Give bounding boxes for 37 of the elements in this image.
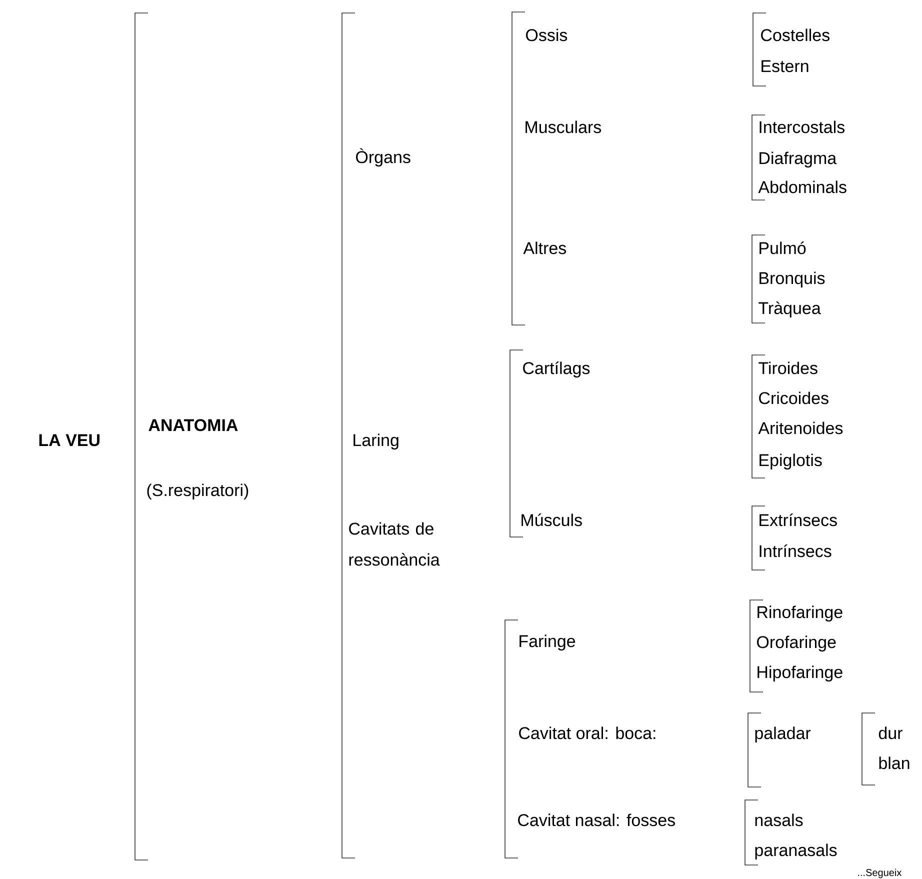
category-label: Altres bbox=[523, 242, 566, 254]
category-label: Costelles bbox=[761, 28, 830, 42]
category-label: Diafragma bbox=[760, 152, 837, 168]
category-label: Cartílags bbox=[523, 361, 590, 378]
category-label: Abdominals bbox=[758, 180, 846, 194]
category-label: Cavitats de ressonància bbox=[349, 522, 440, 566]
category-label: Cricoides bbox=[759, 392, 828, 404]
category-label: Òrgans bbox=[356, 148, 410, 167]
category-label: blan bbox=[879, 756, 910, 770]
category-label: Cavitat nasal: fosses bbox=[518, 814, 675, 826]
category-label: nasals bbox=[755, 814, 803, 826]
category-label: Tiroides bbox=[758, 362, 818, 374]
category-label: Tràquea bbox=[758, 301, 821, 318]
category-label: Pulmó bbox=[760, 241, 806, 254]
category-label: Epiglotis bbox=[760, 454, 822, 470]
category-label: Orofaringe bbox=[757, 636, 836, 652]
category-label: Extrínsecs bbox=[760, 513, 837, 526]
heading-label: ANATOMIA bbox=[148, 419, 238, 432]
category-label: Hipofaringe bbox=[758, 666, 842, 682]
category-label: dur bbox=[878, 726, 902, 740]
category-label: Bronquis bbox=[760, 272, 825, 288]
category-label: Intercostals bbox=[760, 120, 844, 134]
category-label: Cavitat oral: boca: bbox=[519, 726, 656, 740]
category-label: Músculs bbox=[522, 513, 582, 526]
category-label: Estern bbox=[762, 60, 808, 72]
category-label: Intrínsecs bbox=[760, 544, 832, 558]
category-label: Aritenoides bbox=[758, 422, 843, 434]
category-label: Musculars bbox=[526, 120, 602, 134]
category-label: Rinofaringe bbox=[758, 606, 842, 622]
category-label: Ossis bbox=[526, 28, 568, 42]
category-label: Laring bbox=[354, 434, 398, 450]
category-label: (S.respiratori) bbox=[147, 484, 248, 500]
category-label: Faringe bbox=[520, 634, 576, 651]
category-label: paranasals bbox=[755, 844, 837, 860]
heading-label: LA VEU bbox=[39, 434, 100, 446]
continuation-note: ...Segueix bbox=[858, 868, 902, 878]
category-label: paladar bbox=[755, 726, 811, 743]
